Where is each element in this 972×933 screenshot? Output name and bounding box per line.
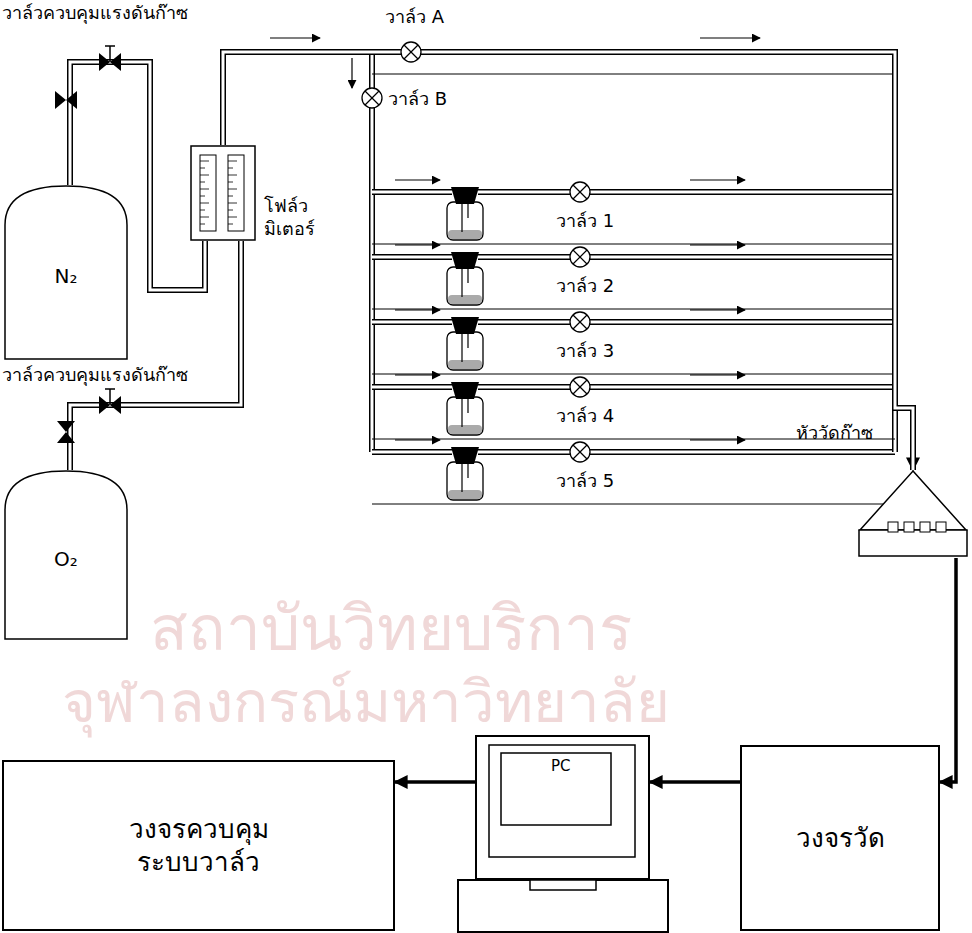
inlet-pipe <box>372 449 452 455</box>
valve-symbol <box>401 42 421 62</box>
sample-bottle <box>447 397 483 435</box>
flow-arrow <box>690 179 745 180</box>
bottle-stopper <box>451 447 479 464</box>
sample-bottle <box>447 202 483 240</box>
gas-cylinder: O₂ <box>4 470 128 640</box>
outlet-pipe <box>478 384 895 390</box>
outlet-pipe <box>478 321 895 324</box>
gas-pipe <box>223 52 913 470</box>
outlet-pipe <box>478 189 895 195</box>
valve-label: วาล์วควบคุมแรงดันก๊าซ <box>2 364 188 386</box>
inlet-pipe <box>372 451 452 454</box>
regulator-valve <box>99 46 121 71</box>
node-label: โฟล์ว มิเตอร์ <box>264 195 344 240</box>
inlet-pipe <box>372 256 452 259</box>
pipe-bore <box>223 52 913 470</box>
watermark: สถาบันวิทยบริการ <box>150 592 632 666</box>
signal-line <box>395 782 475 783</box>
node-outline <box>475 735 650 880</box>
outlet-pipe <box>478 449 895 455</box>
valve-label: วาล์ว B <box>388 88 447 110</box>
valve-symbol <box>362 88 382 108</box>
bottle-stopper <box>451 187 479 204</box>
bottle-stopper <box>451 252 479 269</box>
valve-control-circuit: วงจรควบคุม ระบบวาล์ว <box>2 760 395 931</box>
valve-label: วาล์ว 4 <box>556 405 614 427</box>
flow-arrow <box>270 37 320 38</box>
outlet-pipe <box>478 256 895 259</box>
bottle-stopper <box>451 317 479 334</box>
valve-label: วาล์วควบคุมแรงดันก๊าซ <box>2 2 188 24</box>
row-frame <box>372 244 895 245</box>
outlet-pipe <box>478 451 895 454</box>
valve-label: วาล์ว A <box>385 6 444 28</box>
valve-label: วาล์ว 3 <box>556 340 614 362</box>
gas-sensor-head: หัววัดก๊าซ <box>858 470 968 558</box>
outlet-pipe <box>478 191 895 194</box>
row-frame <box>372 74 895 75</box>
signal-line <box>940 558 956 782</box>
valve-symbol <box>570 377 590 397</box>
node-outline <box>858 470 968 558</box>
node-label: วงจรควบคุม ระบบวาล์ว <box>114 813 284 878</box>
flow-arrow <box>690 439 745 440</box>
flow-arrow <box>351 58 352 88</box>
flow-meter: โฟล์ว มิเตอร์ <box>190 145 256 241</box>
flow-arrow <box>395 309 440 310</box>
signal-wire <box>650 780 740 784</box>
sample-bottle <box>447 462 483 500</box>
signal-wire <box>395 780 475 784</box>
inlet-pipe <box>372 386 452 389</box>
outlet-pipe <box>478 319 895 325</box>
sample-bottle <box>447 267 483 305</box>
signal-wire <box>940 558 956 782</box>
flow-arrow <box>395 179 440 180</box>
pc-base <box>458 880 668 932</box>
flow-arrow <box>690 244 745 245</box>
flow-arrow <box>395 244 440 245</box>
valve-symbol <box>570 312 590 332</box>
flow-arrow <box>690 309 745 310</box>
node-label: วงจรวัด <box>796 822 885 855</box>
valve-label: วาล์ว 5 <box>556 470 614 492</box>
flow-arrow <box>700 37 760 38</box>
node-label: PC <box>551 757 571 776</box>
row-frame <box>372 309 895 310</box>
flow-arrow <box>395 439 440 440</box>
valve-label: วาล์ว 1 <box>556 210 614 232</box>
valve-symbol <box>570 182 590 202</box>
inlet-pipe <box>372 321 452 324</box>
inlet-pipe <box>372 254 452 260</box>
outlet-pipe <box>478 254 895 260</box>
manifold-pipe <box>369 52 375 452</box>
inlet-pipe <box>372 189 452 195</box>
measuring-circuit: วงจรวัด <box>740 745 940 931</box>
inlet-pipe <box>372 191 452 194</box>
sample-bottle <box>447 332 483 370</box>
node-label: N₂ <box>4 264 128 289</box>
node-label: หัววัดก๊าซ <box>796 422 873 445</box>
signal-line <box>650 782 740 783</box>
flow-arrow <box>690 374 745 375</box>
regulator-valve <box>57 421 75 443</box>
node-outline <box>190 145 256 241</box>
pipe-outline <box>223 52 913 470</box>
valve-label: วาล์ว 2 <box>556 275 614 297</box>
flow-arrow <box>395 374 440 375</box>
regulator-valve <box>55 91 77 109</box>
manifold-pipe <box>371 52 374 452</box>
row-frame <box>372 504 895 505</box>
regulator-valve <box>99 389 121 414</box>
outlet-pipe <box>478 386 895 389</box>
row-frame <box>372 374 895 375</box>
bottle-stopper <box>451 382 479 399</box>
node-label: O₂ <box>4 547 128 572</box>
watermark: จุฬาลงกรณ์มหาวิทยาลัย <box>62 668 670 738</box>
valve-symbol <box>570 247 590 267</box>
inlet-pipe <box>372 319 452 325</box>
gas-cylinder: N₂ <box>4 185 128 360</box>
inlet-pipe <box>372 384 452 390</box>
valve-symbol <box>570 442 590 462</box>
computer: PC <box>475 735 650 880</box>
